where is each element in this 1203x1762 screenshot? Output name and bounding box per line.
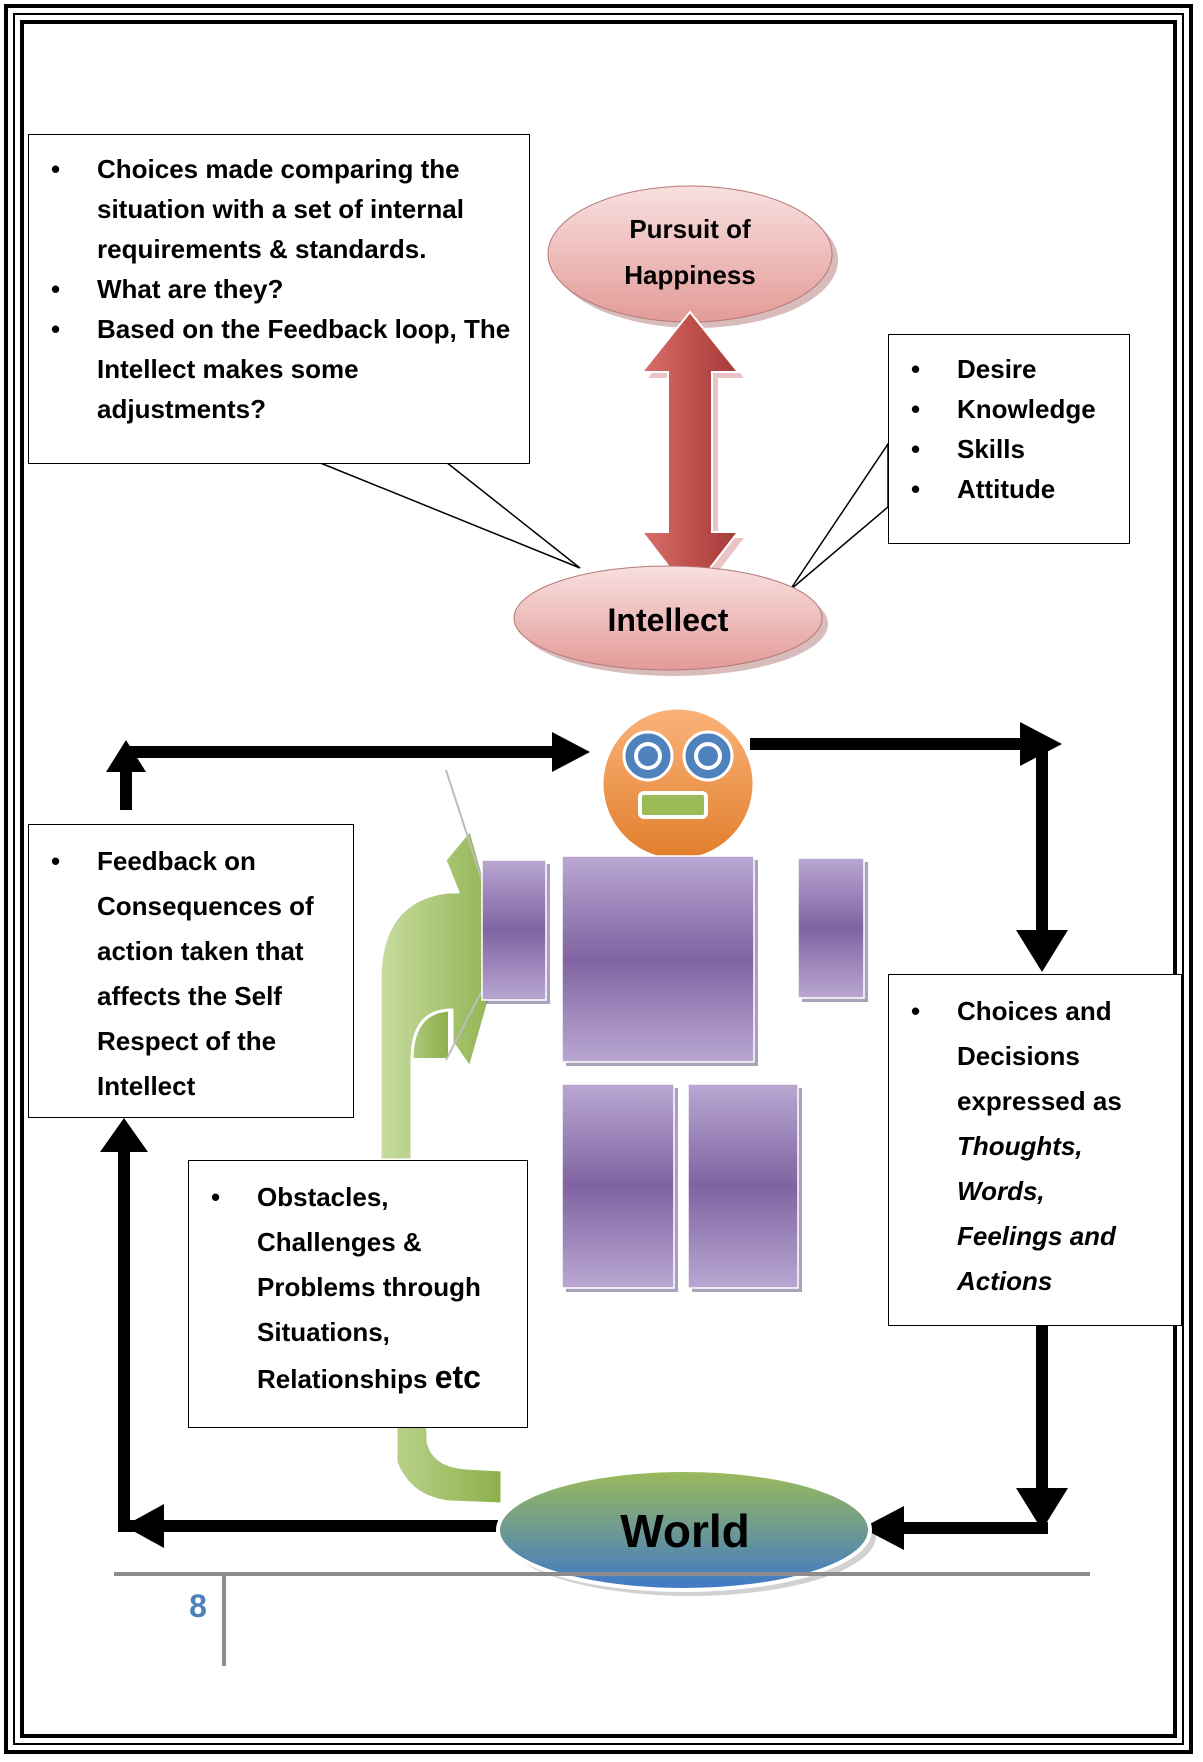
decisions-lead: Choices and Decisions expressed as [957,996,1122,1116]
world-label: World [620,1505,750,1557]
decisions-words: Words, [957,1176,1045,1206]
decisions-feelings: Feelings and [957,1221,1116,1251]
qualities-callout-tail [789,441,889,591]
robot-body [481,855,868,1292]
robot-head [600,706,756,862]
footer-rule [114,1572,1090,1576]
intellect-ellipse [513,565,823,671]
intellect-label: Intellect [607,602,729,638]
arrow-up-top-left-icon [106,740,146,772]
quality-item: Desire [889,349,1129,389]
robot-right-leg [687,1083,799,1289]
quality-item: Skills [889,429,1129,469]
robot-left-leg [561,1083,675,1289]
quality-item: Knowledge [889,389,1129,429]
obstacles-suffix: etc [434,1359,481,1395]
page-border-middle [13,13,1184,1745]
choices-callout-box: Choices made comparing the situation wit… [28,134,530,464]
robot-right-arm [797,857,865,999]
arrow-right-to-head-icon [552,732,590,772]
choices-callout-item: Based on the Feedback loop, The Intellec… [29,309,529,429]
footer-divider [222,1572,226,1666]
arrow-up-to-feedback-icon [100,1118,148,1152]
arrow-down-right-icon [1016,1488,1068,1530]
page-number: 8 [189,1588,207,1624]
obstacles-text: Obstacles, Challenges & Problems through… [257,1182,481,1394]
choices-callout-item: Choices made comparing the situation wit… [29,149,529,269]
robot-left-arm [481,859,547,1001]
robot-mouth-icon [638,791,708,819]
obstacles-box: Obstacles, Challenges & Problems through… [188,1160,528,1428]
pursuit-of-happiness-label: Pursuit of Happiness [560,206,820,298]
qualities-box: Desire Knowledge Skills Attitude [888,334,1130,544]
arrow-left-bottom-icon [124,1504,164,1548]
pursuit-line-1: Pursuit of [629,214,751,244]
page-border-inner [20,20,1177,1738]
green-arrow-to-body-icon [378,769,506,1162]
decisions-box: Choices and Decisions expressed as Thoug… [888,974,1182,1326]
pursuit-line-2: Happiness [624,260,756,290]
feedback-box: Feedback on Consequences of action taken… [28,824,354,1118]
world-ellipse [496,1468,872,1592]
obstacles-list: Obstacles, Challenges & Problems through… [189,1175,527,1402]
arrow-down-to-decisions-icon [1016,930,1068,972]
double-arrow-icon [639,310,744,600]
decisions-list: Choices and Decisions expressed as Thoug… [889,989,1181,1304]
decisions-item: Choices and Decisions expressed as Thoug… [889,989,1181,1304]
feedback-list: Feedback on Consequences of action taken… [29,839,353,1109]
choices-callout-item: What are they? [29,269,529,309]
robot-torso [561,855,755,1063]
choices-callout-list: Choices made comparing the situation wit… [29,149,529,429]
obstacles-item: Obstacles, Challenges & Problems through… [189,1175,527,1402]
feedback-item: Feedback on Consequences of action taken… [29,839,353,1109]
decisions-thoughts: Thoughts, [957,1131,1083,1161]
quality-item: Attitude [889,469,1129,509]
decisions-actions: Actions [957,1266,1053,1296]
choices-callout-tail [317,461,581,569]
loop-arrows [100,722,1068,1550]
qualities-list: Desire Knowledge Skills Attitude [889,349,1129,509]
page-border-outer [4,4,1193,1754]
arrow-left-into-world-icon [862,1506,904,1550]
